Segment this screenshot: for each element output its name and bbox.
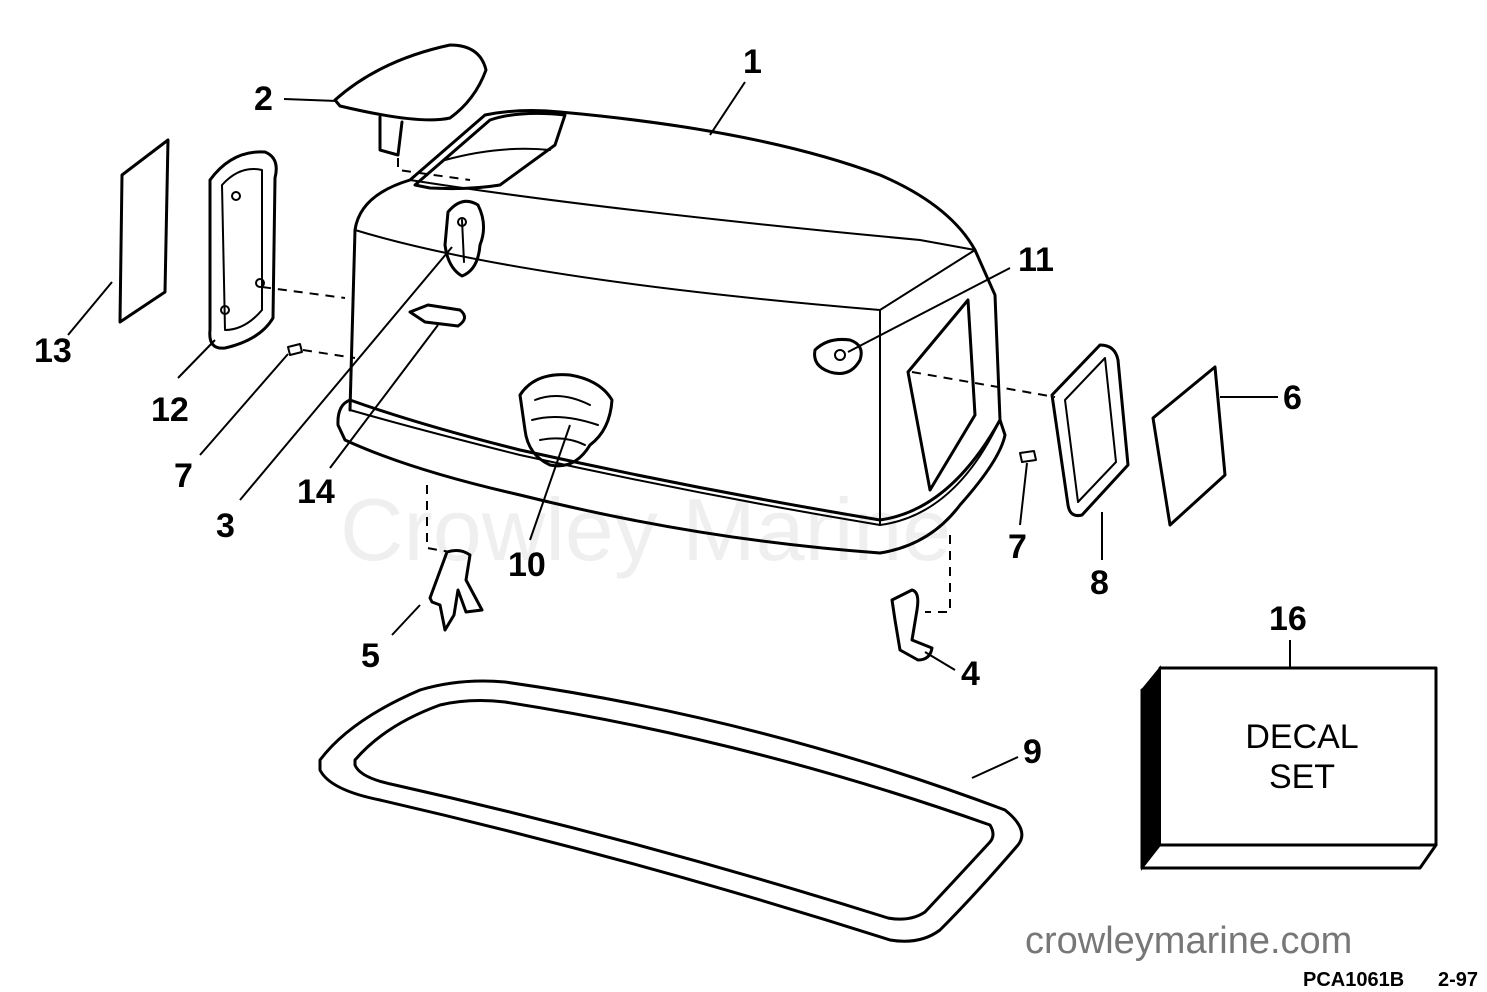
callout-7-left: 7	[174, 457, 193, 495]
leader-lines	[67, 81, 1291, 779]
side-panel-13	[118, 138, 170, 324]
callout-9: 9	[1023, 733, 1042, 771]
callout-13: 13	[34, 332, 72, 370]
watermark: Crowley Marine	[340, 480, 951, 579]
decal-set-box: DECAL SET	[1140, 665, 1438, 871]
callout-10: 10	[508, 546, 546, 584]
callout-5: 5	[361, 637, 380, 675]
site-url: crowleymarine.com	[1025, 920, 1352, 962]
callout-numbers: 1 2 3 4 5 6 7 7 8 9 10 11 12 13 14 16	[34, 43, 1307, 771]
callout-12: 12	[151, 391, 189, 429]
callout-6: 6	[1283, 379, 1302, 417]
callout-4: 4	[961, 655, 980, 693]
callout-2: 2	[254, 80, 273, 118]
decal-label-line2: SET	[1269, 758, 1335, 796]
drawing-code: PCA1061B	[1303, 969, 1404, 991]
callout-1: 1	[743, 43, 762, 81]
decal-label-line1: DECAL	[1245, 718, 1358, 756]
screw-7-left	[287, 343, 356, 359]
date-code: 2-97	[1438, 969, 1478, 991]
callout-16: 16	[1269, 600, 1307, 638]
bracket-5	[426, 485, 484, 632]
panel-frame-12	[208, 150, 346, 350]
callout-8: 8	[1090, 564, 1109, 602]
top-cap	[333, 43, 488, 181]
window-frame-8	[911, 343, 1130, 517]
engine-cover	[336, 109, 1007, 555]
seal-9	[318, 679, 1024, 943]
callout-14: 14	[297, 473, 335, 511]
screw-7-right	[1019, 450, 1037, 463]
callout-11: 11	[1018, 241, 1054, 279]
callout-3: 3	[216, 507, 235, 545]
bracket-4	[890, 535, 951, 662]
window-pane-6	[1151, 365, 1227, 527]
callout-7-right: 7	[1008, 528, 1027, 566]
